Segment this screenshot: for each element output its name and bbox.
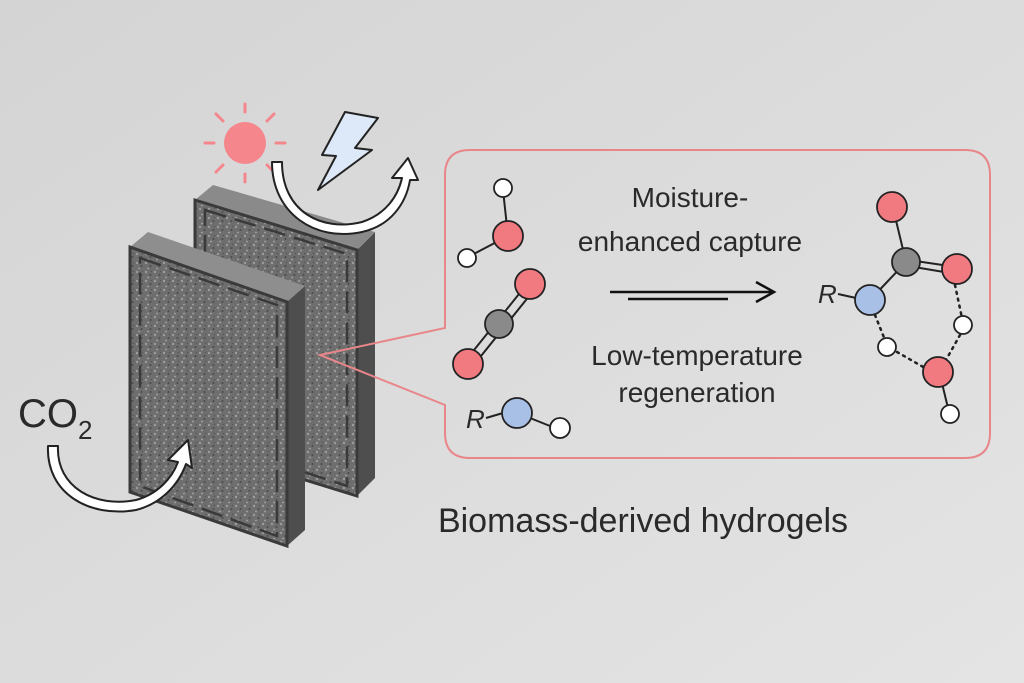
regeneration-line1: Low-temperature <box>591 340 803 371</box>
amine-molecule: R <box>466 397 571 439</box>
equilibrium-arrows-icon <box>610 280 777 304</box>
r-group-label-right: R <box>818 279 837 309</box>
regeneration-line2: regeneration <box>618 377 775 408</box>
carbamate-complex: R <box>818 191 973 424</box>
hydrogel-slab-front <box>128 232 305 549</box>
water-molecule <box>457 178 524 268</box>
co2-capture-arrow-icon <box>46 439 193 513</box>
regeneration-arrow-icon <box>271 157 419 235</box>
moisture-capture-line1: Moisture- <box>632 182 749 213</box>
co2-label: CO2 <box>18 392 92 445</box>
moisture-capture-line2: enhanced capture <box>578 226 802 257</box>
r-group-label-left: R <box>466 404 485 434</box>
caption-title: Biomass-derived hydrogels <box>438 502 848 540</box>
molecule-callout <box>316 149 991 459</box>
lightning-icon <box>317 111 379 191</box>
co2-molecule <box>452 268 546 380</box>
